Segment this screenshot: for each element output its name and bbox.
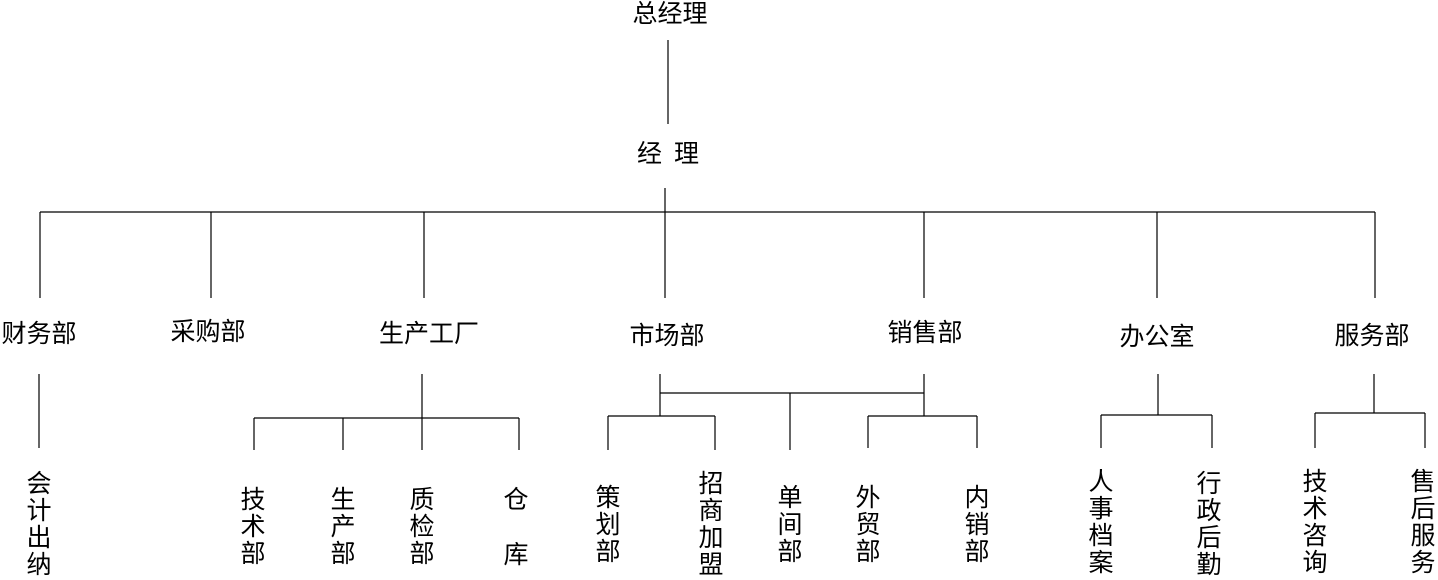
- node-purchasing: 采购部: [170, 317, 246, 346]
- node-factory: 生产工厂: [378, 319, 480, 348]
- node-service: 服务部: [1334, 321, 1410, 350]
- node-single: 单间部: [777, 483, 803, 566]
- node-warehouse-top: 仓: [503, 485, 529, 514]
- node-hr-files: 人事档案: [1088, 467, 1114, 577]
- node-franchise: 招商加盟: [698, 469, 724, 579]
- node-accounting: 会计出纳: [26, 469, 52, 579]
- node-marketing: 市场部: [629, 321, 705, 350]
- node-tech: 技术部: [240, 485, 266, 568]
- node-after-sales: 售后服务: [1410, 467, 1436, 577]
- node-office: 办公室: [1119, 322, 1195, 351]
- node-foreign-trade: 外贸部: [855, 483, 881, 566]
- node-sales: 销售部: [887, 318, 963, 347]
- node-planning: 策划部: [595, 483, 621, 566]
- node-general-manager: 总经理: [632, 0, 708, 28]
- node-manager: 经 理: [637, 139, 699, 168]
- node-admin-logistics: 行政后勤: [1196, 469, 1222, 579]
- node-qc: 质检部: [409, 485, 435, 568]
- node-domestic-sales: 内销部: [964, 483, 990, 566]
- node-finance: 财务部: [1, 319, 77, 348]
- node-warehouse-bottom: 库: [503, 540, 529, 569]
- node-tech-consult: 技术咨询: [1302, 467, 1328, 577]
- node-production: 生产部: [330, 485, 356, 568]
